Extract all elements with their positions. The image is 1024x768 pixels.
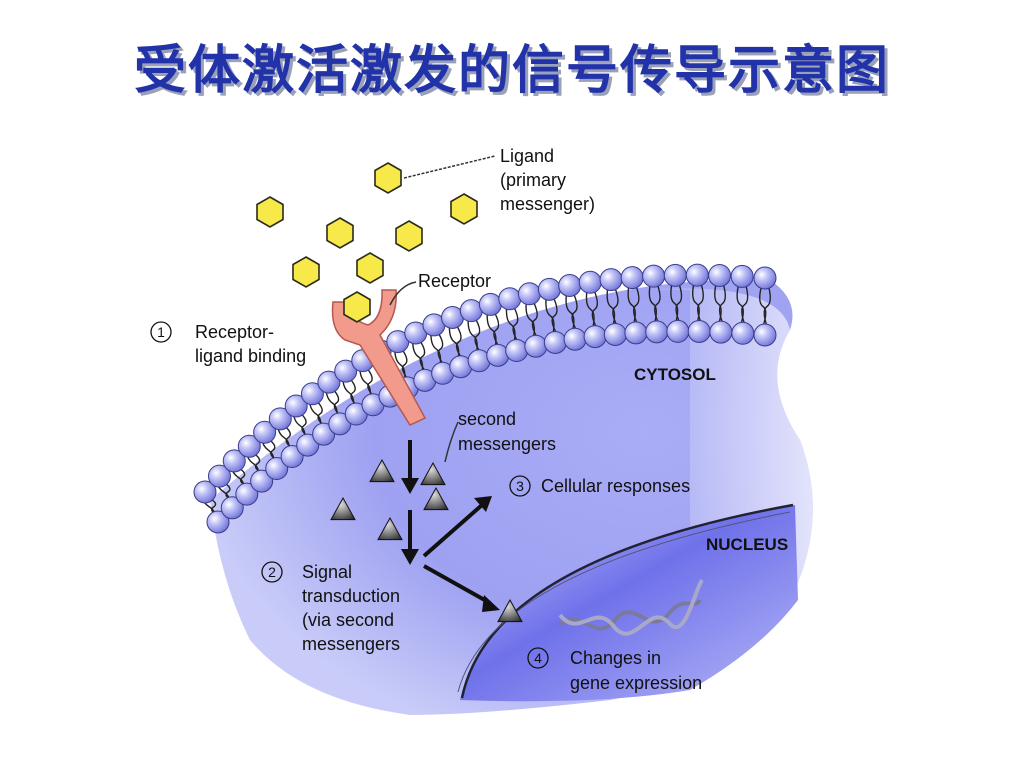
step4-number-icon: 4 xyxy=(527,647,549,669)
step1-label-line1: Receptor- xyxy=(195,322,274,342)
second-messenger-triangle xyxy=(330,496,356,521)
second-messengers-label-line1: second xyxy=(458,409,516,429)
nuclear-envelope xyxy=(460,503,794,699)
step2-label-line3: (via second xyxy=(302,610,394,630)
step3-number-icon: 3 xyxy=(509,475,531,497)
receptor-pointer xyxy=(389,281,417,306)
step2-label-line2: transduction xyxy=(302,586,400,606)
ligand-hexagon xyxy=(374,162,402,194)
step4-label-line2: gene expression xyxy=(570,673,702,693)
ligand-molecules xyxy=(256,162,478,323)
ligand-hexagon xyxy=(395,220,423,252)
ligand-label-line2: (primary xyxy=(500,170,566,190)
step3-number: 3 xyxy=(516,478,524,494)
second-messenger-triangle xyxy=(377,516,403,541)
nucleus-region xyxy=(460,505,798,702)
step2-label-line1: Signal xyxy=(302,562,352,582)
ligand-label-line3: messenger) xyxy=(500,194,595,214)
second-messenger-triangle xyxy=(497,598,523,623)
step1-label-line2: ligand binding xyxy=(195,346,306,366)
ligand-hexagon xyxy=(450,193,478,225)
step2-label-line4: messengers xyxy=(302,634,400,654)
receptor-label: Receptor xyxy=(418,271,491,291)
step4-label-line1: Changes in xyxy=(570,648,661,668)
ligand-pointer xyxy=(403,155,496,179)
ligand-hexagon xyxy=(256,196,284,228)
cytosol-label: CYTOSOL xyxy=(634,365,716,384)
step2-number: 2 xyxy=(268,564,276,580)
second-messengers-pointer xyxy=(444,421,459,463)
ligand-hexagon xyxy=(326,217,354,249)
step1-number-icon: 1 xyxy=(150,321,172,343)
ligand-hexagon xyxy=(356,252,384,284)
step3-label: Cellular responses xyxy=(541,476,690,496)
signal-arrows xyxy=(401,440,500,612)
second-messenger-triangle xyxy=(369,458,395,483)
step4-number: 4 xyxy=(534,650,542,666)
second-messenger-triangle xyxy=(423,486,449,511)
step2-number-icon: 2 xyxy=(261,561,283,583)
nucleus-label: NUCLEUS xyxy=(706,535,788,554)
second-messenger-triangle xyxy=(420,461,446,486)
slide-title: 受体激活激发的信号传导示意图 xyxy=(133,40,890,101)
step1-number: 1 xyxy=(157,324,165,340)
second-messenger-molecules xyxy=(330,458,523,623)
ligand-label-line1: Ligand xyxy=(500,146,554,166)
dna-helix-icon xyxy=(558,578,704,636)
ligand-hexagon xyxy=(292,256,320,288)
second-messengers-label-line2: messengers xyxy=(458,434,556,454)
ligand-hexagon xyxy=(343,291,371,323)
